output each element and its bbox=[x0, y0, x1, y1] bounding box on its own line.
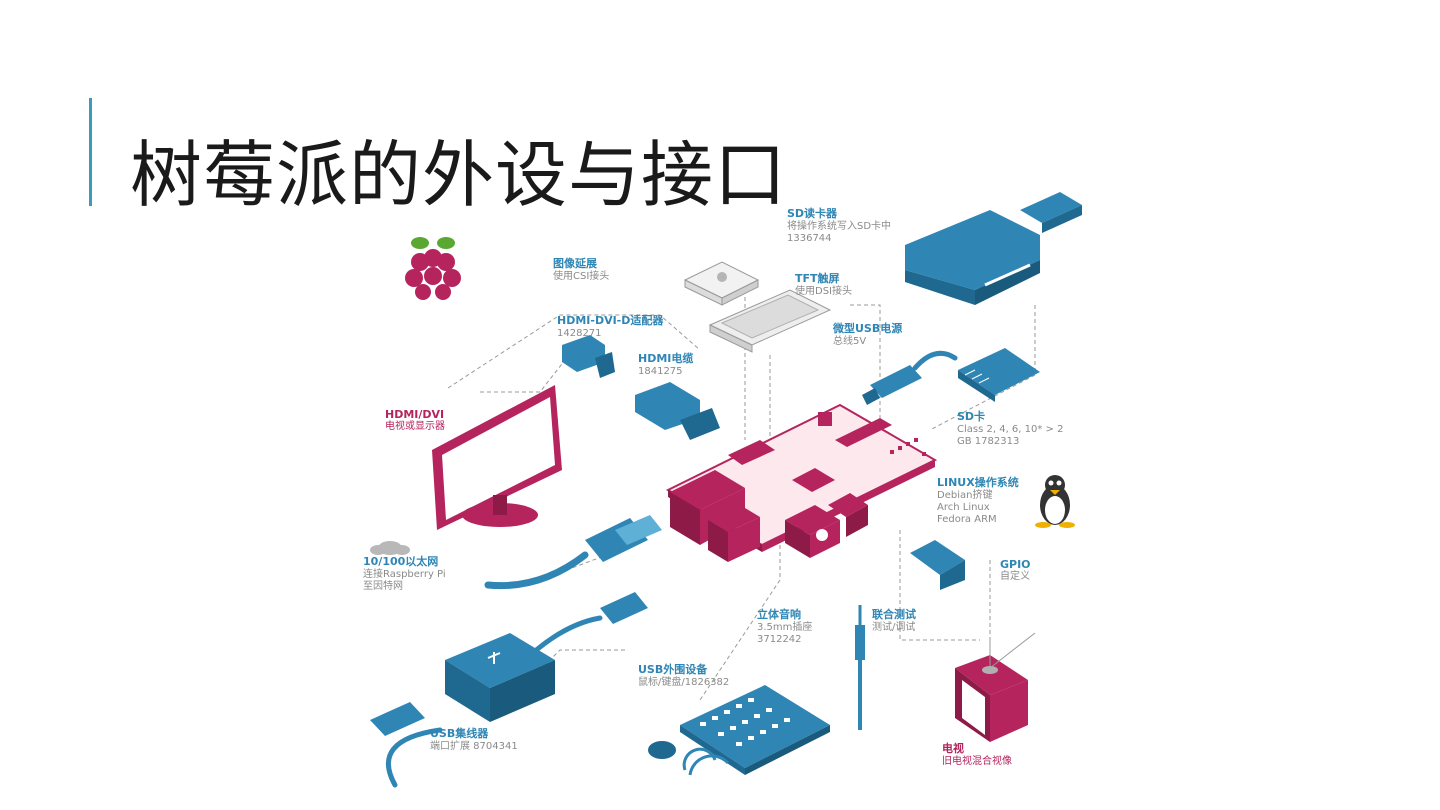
label-ethernet-title: 10/100以太网 bbox=[363, 555, 439, 568]
label-hdmi-dvi-adapter-code: 1428271 bbox=[557, 328, 602, 339]
label-micro-usb-power-title: 微型USB电源 bbox=[833, 322, 903, 335]
label-hdmi-cable-title: HDMI电缆 bbox=[638, 352, 694, 365]
label-usb-peripherals: USB外围设备 鼠标/键盘/1826382 bbox=[638, 661, 729, 689]
hdmi-cable-device bbox=[635, 382, 720, 440]
label-gpio-title: GPIO bbox=[1000, 558, 1031, 571]
title-accent-bar bbox=[89, 98, 92, 206]
label-hdmi-cable: HDMI电缆 1841275 bbox=[638, 350, 693, 378]
label-jtag-title: 联合测试 bbox=[872, 608, 916, 621]
label-sd-card-code: GB 1782313 bbox=[957, 436, 1020, 447]
label-hdmi-dvi-adapter-title: HDMI-DVI-D适配器 bbox=[557, 314, 664, 327]
label-tft-desc: 使用DSI接头 bbox=[795, 286, 852, 297]
gpio-header bbox=[890, 438, 926, 456]
label-linux-fedora: Fedora ARM bbox=[937, 514, 997, 525]
label-sd-reader-code: 1336744 bbox=[787, 233, 832, 244]
label-monitor-desc: 电视或显示器 bbox=[385, 421, 445, 432]
label-tv: 电视 旧电视混合视像 bbox=[942, 740, 1012, 768]
label-tv-desc: 旧电视混合视像 bbox=[942, 756, 1012, 767]
audio-jack-device bbox=[855, 605, 865, 730]
label-jtag: 联合测试 测试/调试 bbox=[872, 606, 916, 634]
label-linux: LINUX操作系统 Debian挤键 Arch Linux Fedora ARM bbox=[937, 474, 1019, 526]
label-ethernet-desc2: 至因特网 bbox=[363, 581, 403, 592]
label-audio: 立体音响 3.5mm插座 3712242 bbox=[757, 606, 812, 646]
keyboard-device bbox=[680, 685, 830, 775]
label-sd-reader-title: SD读卡器 bbox=[787, 207, 838, 220]
label-tft-title: TFT触屏 bbox=[795, 272, 840, 285]
usb-hub-device bbox=[370, 592, 648, 788]
label-sd-card-title: SD卡 bbox=[957, 410, 986, 423]
label-gpio-desc: 自定义 bbox=[1000, 571, 1030, 582]
label-camera-desc: 使用CSI接头 bbox=[553, 271, 610, 282]
label-linux-arch: Arch Linux bbox=[937, 502, 990, 513]
raspberry-pi-board bbox=[665, 403, 938, 562]
sd-reader-device bbox=[905, 192, 1082, 305]
label-micro-usb-power-desc: 总线5V bbox=[833, 336, 867, 347]
label-camera-title: 图像延展 bbox=[553, 257, 597, 270]
label-camera: 图像延展 使用CSI接头 bbox=[553, 255, 609, 283]
mouse-device bbox=[648, 741, 730, 776]
label-hdmi-cable-code: 1841275 bbox=[638, 366, 683, 377]
label-usb-hub-desc: 端口扩展 8704341 bbox=[430, 741, 518, 752]
label-ethernet-desc1: 连接Raspberry Pi bbox=[363, 569, 446, 580]
label-sd-reader: SD读卡器 将操作系统写入SD卡中 1336744 bbox=[787, 205, 891, 245]
micro-usb-power-device bbox=[862, 350, 958, 405]
label-micro-usb-power: 微型USB电源 总线5V bbox=[833, 320, 902, 348]
camera-module-device bbox=[683, 261, 760, 306]
cloud-icon bbox=[370, 541, 410, 555]
label-audio-code: 3712242 bbox=[757, 634, 802, 645]
monitor-device bbox=[432, 385, 562, 530]
label-audio-desc: 3.5mm插座 bbox=[757, 622, 813, 633]
label-linux-debian: Debian挤键 bbox=[937, 490, 993, 501]
label-linux-title: LINUX操作系统 bbox=[937, 476, 1019, 489]
label-hdmi-dvi-adapter: HDMI-DVI-D适配器 1428271 bbox=[557, 312, 663, 340]
hdmi-dvi-adapter-device bbox=[562, 335, 615, 378]
label-usb-hub: USB集线器 端口扩展 8704341 bbox=[430, 725, 518, 753]
label-monitor-title: HDMI/DVI bbox=[385, 408, 445, 421]
label-monitor: HDMI/DVI 电视或显示器 bbox=[385, 408, 445, 433]
ethernet-cable-device bbox=[484, 515, 662, 590]
label-usb-peripherals-title: USB外围设备 bbox=[638, 663, 708, 676]
raspberry-pi-peripherals-diagram: .dash { stroke:#9a9a9a; stroke-width:1; … bbox=[370, 192, 1082, 788]
label-usb-peripherals-desc: 鼠标/键盘/1826382 bbox=[638, 677, 730, 688]
label-sd-card-class: Class 2, 4, 6, 10* > 2 bbox=[957, 424, 1064, 435]
slide-title: 树莓派的外设与接口 bbox=[130, 133, 788, 217]
tv-device bbox=[955, 632, 1036, 742]
label-gpio: GPIO 自定义 bbox=[1000, 558, 1031, 583]
label-sd-card: SD卡 Class 2, 4, 6, 10* > 2 GB 1782313 bbox=[957, 408, 1063, 448]
label-tv-title: 电视 bbox=[942, 742, 964, 755]
label-sd-reader-desc: 将操作系统写入SD卡中 bbox=[787, 221, 892, 232]
tux-penguin-icon bbox=[1035, 475, 1075, 528]
label-audio-title: 立体音响 bbox=[757, 608, 801, 621]
label-tft: TFT触屏 使用DSI接头 bbox=[795, 270, 852, 298]
sd-card-device bbox=[958, 348, 1040, 402]
label-usb-hub-title: USB集线器 bbox=[430, 727, 489, 740]
raspberry-logo-icon bbox=[405, 237, 461, 300]
tft-screen-device bbox=[708, 289, 832, 353]
gpio-connector-device bbox=[910, 540, 965, 590]
label-ethernet: 10/100以太网 连接Raspberry Pi 至因特网 bbox=[363, 553, 446, 593]
label-jtag-desc: 测试/调试 bbox=[872, 622, 916, 633]
